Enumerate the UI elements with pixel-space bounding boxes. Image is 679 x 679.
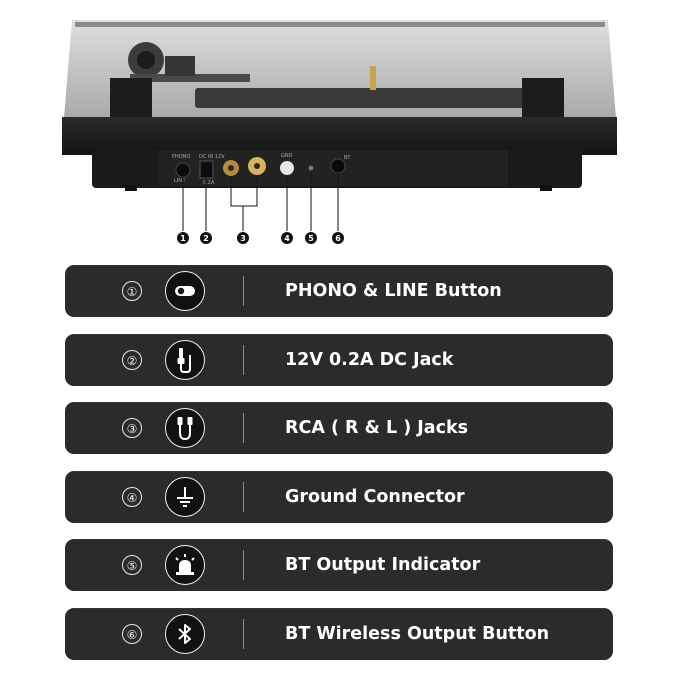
panel-label-dc: DC IN 12V — [199, 154, 225, 160]
feature-list: ① PHONO & LINE Button ② 12V 0.2A DC Jack… — [65, 265, 613, 676]
dc-jack — [199, 160, 214, 179]
feature-row-ground: ④ Ground Connector — [65, 470, 613, 523]
bluetooth-icon — [165, 613, 205, 654]
feature-number: ④ — [122, 486, 142, 507]
feature-label: BT Wireless Output Button — [285, 623, 550, 644]
feature-label: 12V 0.2A DC Jack — [285, 349, 454, 370]
divider — [243, 618, 244, 649]
feature-number: ⑤ — [122, 555, 142, 575]
feature-row-rca: ③ RCA ( R & L ) Jacks — [65, 402, 613, 454]
spindle — [370, 66, 376, 90]
platter — [195, 88, 525, 108]
divider — [243, 276, 244, 306]
callout-5: 5 — [308, 234, 314, 243]
panel-label-line: LINE — [174, 178, 185, 184]
feature-number: ⑥ — [122, 623, 142, 644]
feature-label: BT Output Indicator — [285, 555, 481, 575]
divider — [243, 344, 244, 375]
feature-row-bt-indicator: ⑤ BT Output Indicator — [65, 539, 613, 591]
panel-label-bt: BT — [344, 155, 351, 161]
feature-label: PHONO & LINE Button — [285, 281, 502, 301]
feature-row-dc-jack: ② 12V 0.2A DC Jack — [65, 333, 613, 386]
divider — [243, 550, 244, 580]
panel-label-phono: PHONO — [172, 154, 190, 160]
plinth — [62, 117, 617, 155]
feature-row-bt-button: ⑥ BT Wireless Output Button — [65, 607, 613, 660]
feature-number: ② — [122, 349, 142, 370]
callout-2: 2 — [203, 234, 209, 243]
feature-label: Ground Connector — [285, 486, 465, 507]
feature-row-phono-line: ① PHONO & LINE Button — [65, 265, 613, 317]
panel-label-amp: 0.2A — [203, 180, 215, 186]
bt-button — [330, 158, 346, 174]
callout-4: 4 — [284, 234, 290, 243]
callout-1: 1 — [180, 234, 186, 243]
toggle-switch-icon — [165, 271, 205, 311]
panel-label-gnd: GND — [281, 153, 293, 159]
ground-post — [280, 161, 294, 175]
feature-number: ① — [122, 281, 142, 301]
rca-cable-icon — [165, 408, 205, 448]
callout-6: 6 — [335, 234, 341, 243]
callout-lines — [182, 171, 339, 231]
phono-line-switch — [175, 162, 191, 178]
callout-3: 3 — [240, 234, 246, 243]
bt-led — [308, 165, 314, 171]
divider — [243, 481, 244, 512]
feature-label: RCA ( R & L ) Jacks — [285, 418, 469, 438]
beacon-indicator-icon — [165, 545, 205, 585]
dc-jack-plug-icon — [165, 339, 205, 380]
ground-symbol-icon — [165, 476, 205, 517]
turntable-rear-view: PHONO LINE DC IN 12V 0.2A GND BT 1 2 3 4… — [62, 20, 617, 244]
feature-number: ③ — [122, 418, 142, 438]
divider — [243, 413, 244, 443]
